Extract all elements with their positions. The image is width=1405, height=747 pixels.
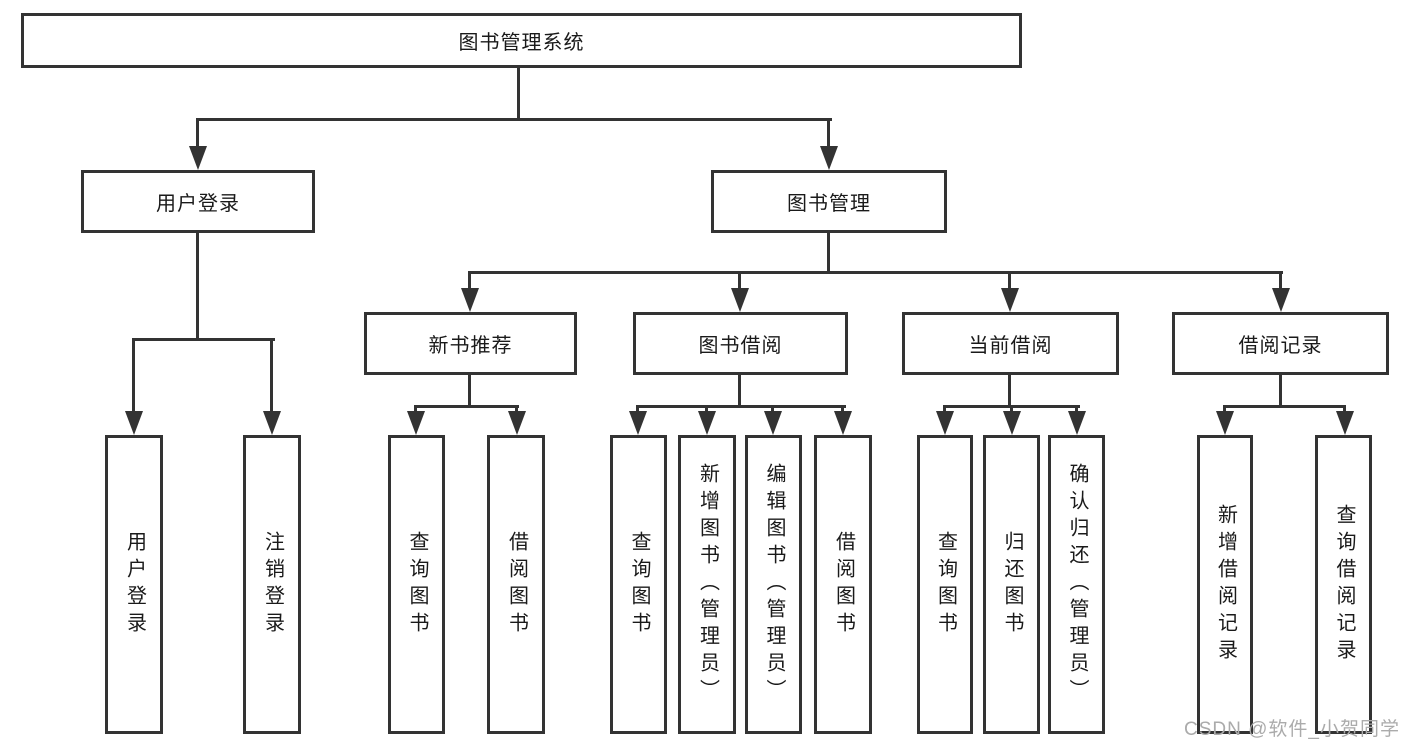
arrowhead-leaf-borrow-books-1 [508,411,526,435]
arrowhead-book-mgmt [820,146,838,170]
connector-borrow-records-rail [1223,405,1346,408]
arrowhead-leaf-query-books-1 [407,411,425,435]
leaf-query-borrow-record: 查询借阅记录 [1315,435,1372,734]
leaf-edit-books-admin-label: 编辑图书（管理员） [763,463,785,706]
connector-user-login-drop [196,233,199,341]
leaf-add-books-admin: 新增图书（管理员） [678,435,736,734]
arrowhead-leaf-confirm-return [1068,411,1086,435]
connector-book-borrow-stub [738,271,741,291]
connector-leaf-stub [1343,405,1346,414]
arrowhead-current-borrow [1001,288,1019,312]
connector-root-drop [517,68,520,120]
connector-leaf-logout-stub [270,338,273,414]
connector-book-borrow-drop [738,375,741,408]
arrowhead-leaf-borrow-books-2 [834,411,852,435]
connector-leaf-stub [414,405,417,414]
leaf-add-borrow-record: 新增借阅记录 [1197,435,1253,734]
node-user-login: 用户登录 [81,170,315,233]
connector-leaf-stub [705,405,708,414]
leaf-query-books-current: 查询图书 [917,435,973,734]
arrowhead-new-book [461,288,479,312]
node-library-system: 图书管理系统 [21,13,1022,68]
node-current-borrow-label: 当前借阅 [968,335,1053,357]
node-library-system-label: 图书管理系统 [458,32,585,54]
arrowhead-leaf-logout [263,411,281,435]
connector-book-mgmt-stub [827,118,830,150]
arrowhead-leaf-query-books-3 [936,411,954,435]
leaf-query-books-recommend: 查询图书 [388,435,445,734]
connector-current-borrow-stub [1008,271,1011,291]
connector-book-borrow-rail [636,405,846,408]
leaf-edit-books-admin: 编辑图书（管理员） [745,435,802,734]
arrowhead-leaf-query-record [1336,411,1354,435]
leaf-confirm-return-admin-label: 确认归还（管理员） [1066,463,1088,706]
arrowhead-borrow-records [1272,288,1290,312]
leaf-query-books-recommend-label: 查询图书 [406,530,428,639]
connector-current-borrow-drop [1008,375,1011,408]
node-book-management-label: 图书管理 [787,193,871,215]
connector-new-book-rail [414,405,519,408]
leaf-query-books-current-label: 查询图书 [934,530,957,639]
leaf-query-borrow-record-label: 查询借阅记录 [1333,503,1355,666]
connector-leaf-stub [1010,405,1013,414]
leaf-user-login: 用户登录 [105,435,163,734]
connector-leaf-stub [1075,405,1078,414]
leaf-confirm-return-admin: 确认归还（管理员） [1048,435,1105,734]
csdn-watermark: CSDN @软件_小贺同学 [1184,719,1400,740]
leaf-query-books-borrow-label: 查询图书 [628,530,650,639]
connector-borrow-records-drop [1279,375,1282,408]
connector-new-book-drop [468,375,471,408]
arrowhead-leaf-add-books [698,411,716,435]
connector-level3-rail [468,271,1283,274]
connector-book-mgmt-drop [827,233,830,273]
arrowhead-leaf-add-record [1216,411,1234,435]
leaf-borrow-books: 借阅图书 [814,435,872,734]
arrowhead-user-login [189,146,207,170]
connector-leaf-stub [943,405,946,414]
leaf-borrow-books-label: 借阅图书 [832,530,855,639]
connector-level2-rail [196,118,832,121]
leaf-logout: 注销登录 [243,435,301,734]
leaf-user-login-label: 用户登录 [123,530,146,639]
connector-leaf-stub [515,405,518,414]
node-borrow-records: 借阅记录 [1172,312,1389,375]
leaf-add-books-admin-label: 新增图书（管理员） [696,463,719,706]
connector-user-login-stub [196,118,199,150]
connector-leaf-user-login-stub [132,338,135,414]
node-book-borrow: 图书借阅 [633,312,848,375]
connector-new-book-stub [468,271,471,291]
connector-user-login-rail [132,338,275,341]
leaf-query-books-borrow: 查询图书 [610,435,667,734]
arrowhead-leaf-edit-books [764,411,782,435]
arrowhead-book-borrow [731,288,749,312]
node-current-borrow: 当前借阅 [902,312,1119,375]
leaf-borrow-books-recommend: 借阅图书 [487,435,545,734]
node-user-login-label: 用户登录 [156,193,240,215]
arrowhead-leaf-user-login [125,411,143,435]
arrowhead-leaf-return-books [1003,411,1021,435]
node-book-borrow-label: 图书借阅 [698,335,783,357]
connector-leaf-stub [771,405,774,414]
node-new-book-recommend-label: 新书推荐 [428,335,513,357]
leaf-add-borrow-record-label: 新增借阅记录 [1214,503,1237,666]
connector-borrow-records-stub [1279,271,1282,291]
leaf-logout-label: 注销登录 [261,530,284,639]
node-book-management: 图书管理 [711,170,947,233]
connector-leaf-stub [1223,405,1226,414]
connector-leaf-stub [841,405,844,414]
connector-leaf-stub [636,405,639,414]
arrowhead-leaf-query-books-2 [629,411,647,435]
leaf-return-books-label: 归还图书 [1001,530,1023,639]
node-new-book-recommend: 新书推荐 [364,312,577,375]
leaf-return-books: 归还图书 [983,435,1040,734]
node-borrow-records-label: 借阅记录 [1238,335,1323,357]
leaf-borrow-books-recommend-label: 借阅图书 [505,530,528,639]
